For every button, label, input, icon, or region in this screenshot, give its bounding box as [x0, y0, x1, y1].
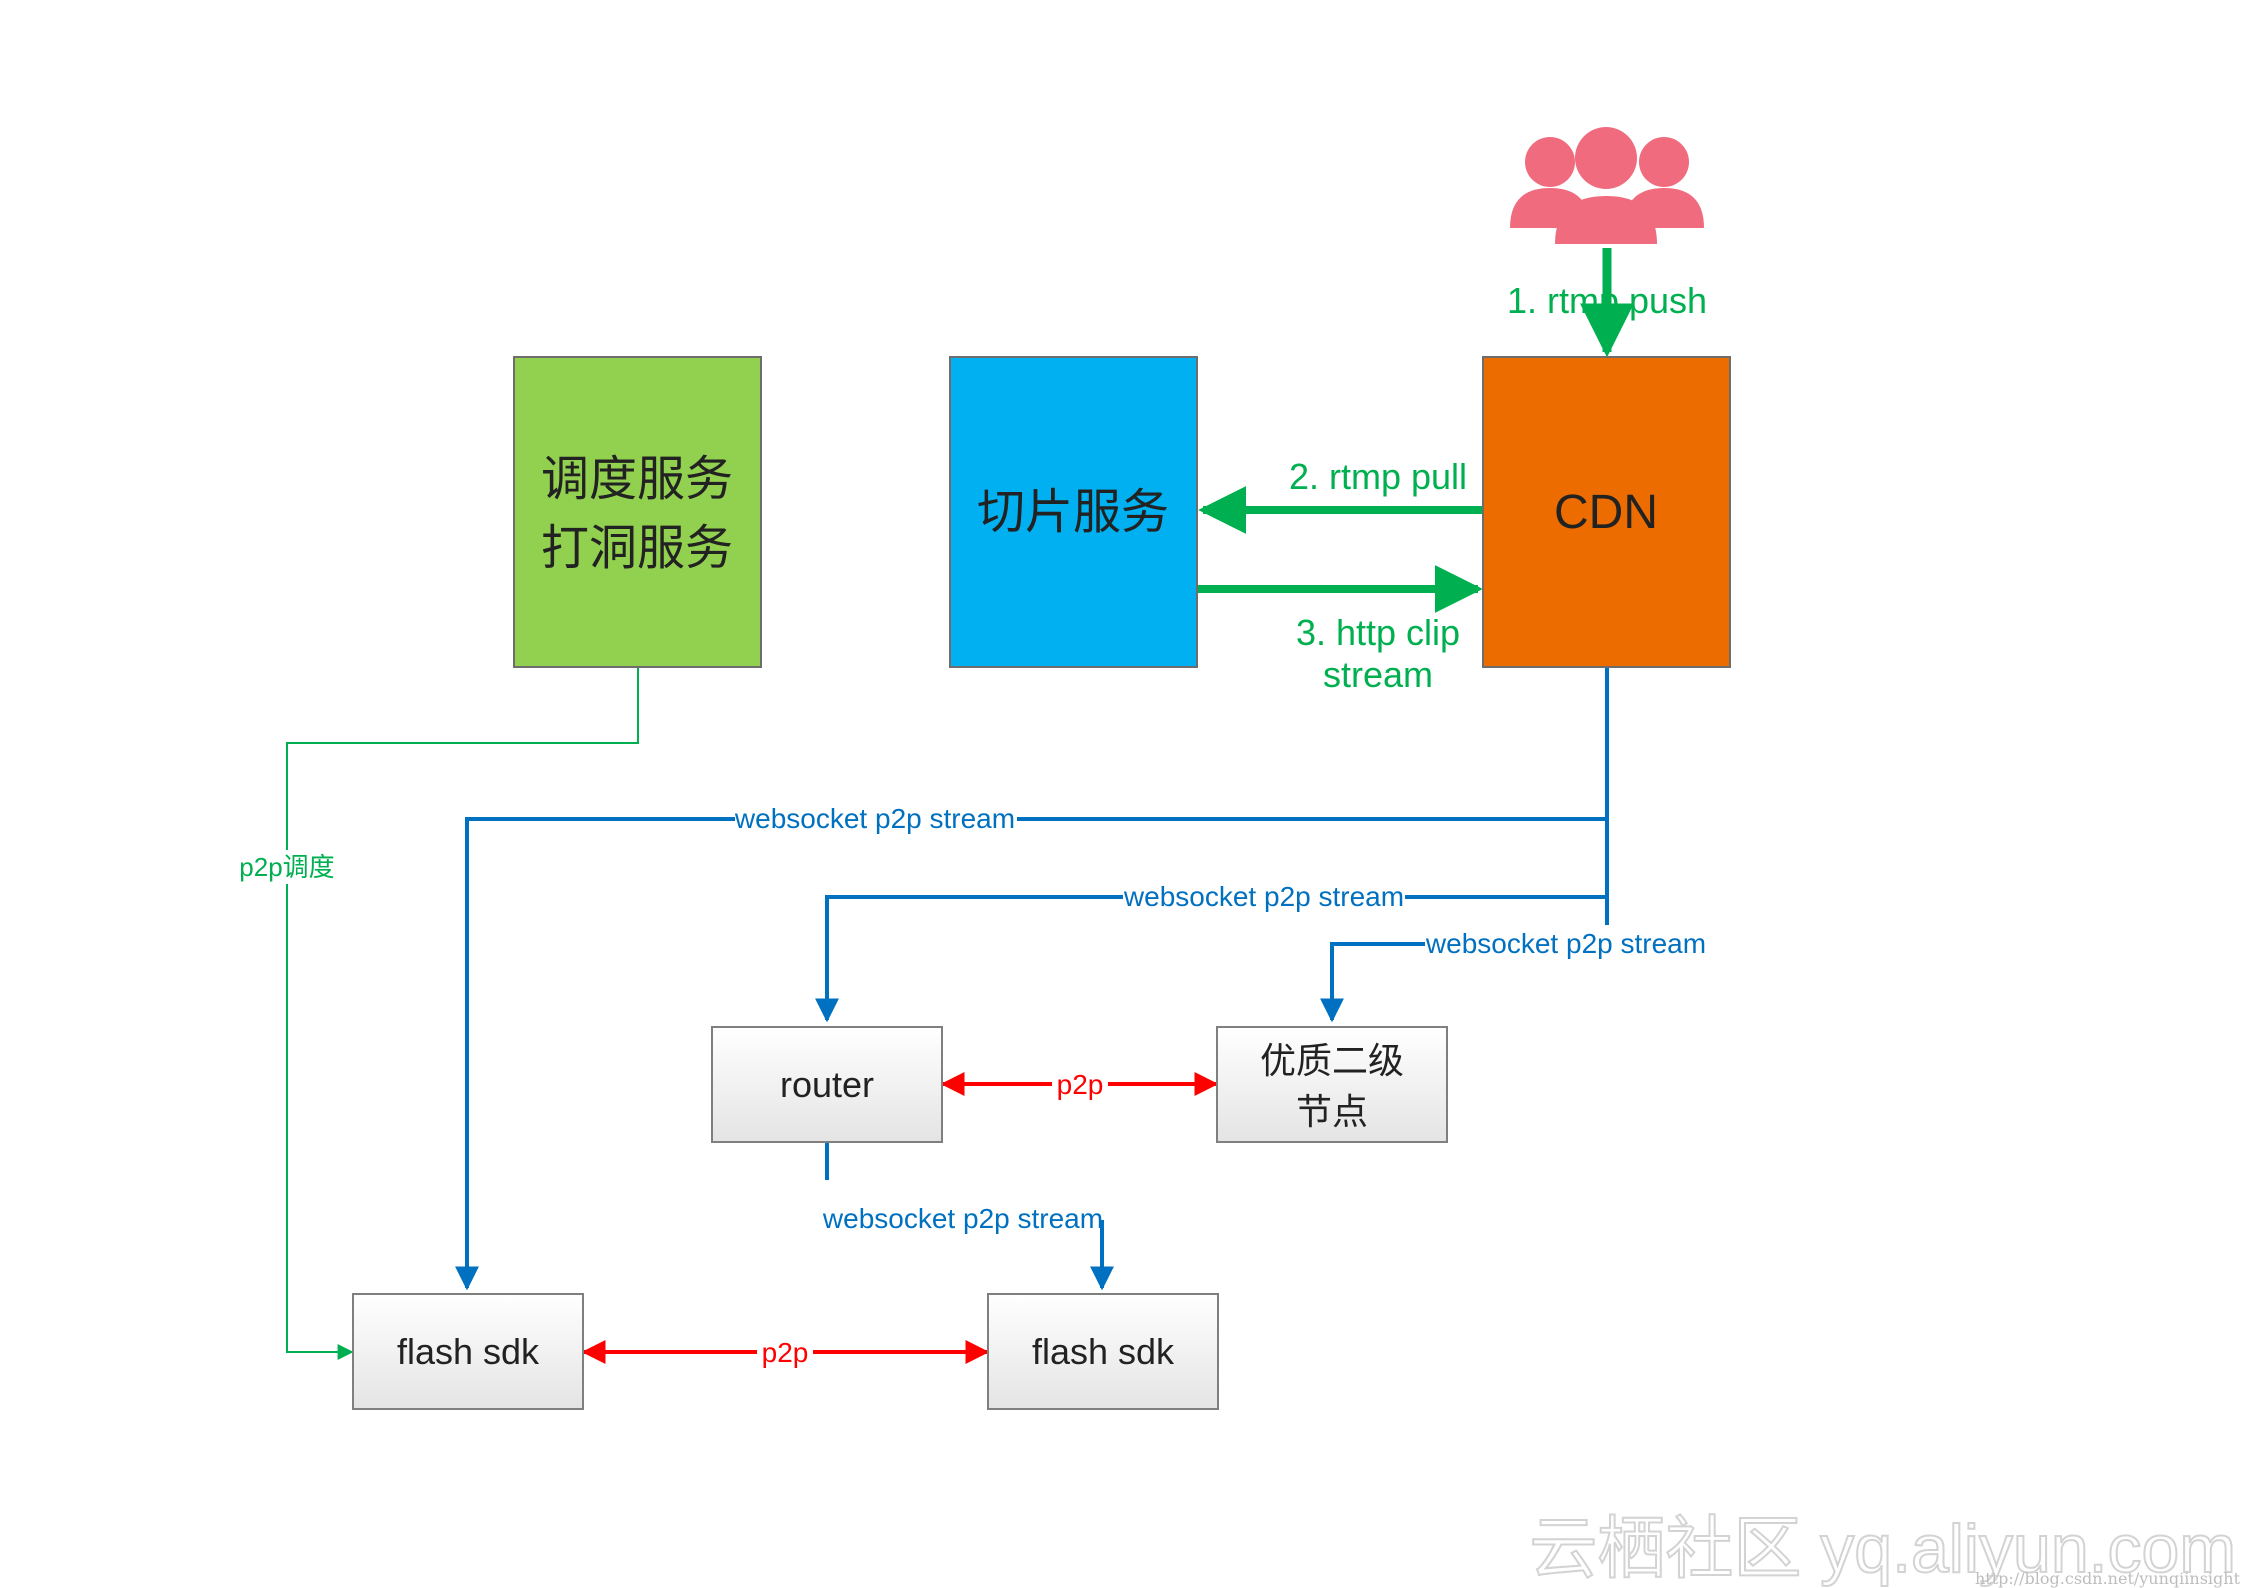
flash-sdk-left-label: flash sdk [397, 1331, 540, 1372]
users-icon [1510, 127, 1704, 244]
scheduler-label-1: 调度服务 [541, 453, 733, 506]
p2p-top-label: p2p [1057, 1069, 1104, 1100]
p2p-sched-line [286, 667, 639, 1360]
ws1-line [455, 817, 1607, 1291]
watermark-url: http://blog.csdn.net/yunqiinsight [1975, 1569, 2241, 1588]
cdn-label: CDN [1554, 486, 1658, 539]
ws3-label: websocket p2p stream [1425, 928, 1706, 959]
router-label: router [780, 1064, 874, 1105]
flash-sdk-right-box: flash sdk [987, 1293, 1219, 1410]
ws4-label: websocket p2p stream [822, 1203, 1103, 1234]
p2p-sched-label: p2p调度 [239, 852, 334, 882]
p2p-bottom-label: p2p [762, 1337, 809, 1368]
slicer-box: 切片服务 [949, 356, 1198, 668]
scheduler-label-2: 打洞服务 [541, 522, 733, 575]
slicer-label: 切片服务 [977, 486, 1169, 539]
rtmp-pull-label: 2. rtmp pull [1289, 456, 1467, 497]
cdn-box: CDN [1482, 356, 1731, 668]
ws1-label: websocket p2p stream [734, 803, 1015, 834]
flash-sdk-left-box: flash sdk [352, 1293, 584, 1410]
scheduler-box: 调度服务 打洞服务 [513, 356, 762, 668]
http-clip-label-2: stream [1323, 654, 1433, 695]
flash-sdk-right-label: flash sdk [1032, 1331, 1175, 1372]
http-clip-label-1: 3. http clip [1296, 612, 1460, 653]
router-box: router [711, 1026, 943, 1143]
ws2-label: websocket p2p stream [1123, 881, 1404, 912]
premium-label-1: 优质二级 [1260, 1040, 1404, 1081]
premium-label-2: 节点 [1296, 1091, 1368, 1132]
premium-node-box: 优质二级 节点 [1216, 1026, 1448, 1143]
watermark-brand: 云栖社区 yq.aliyun.com [1529, 1511, 2236, 1587]
rtmp-push-label: 1. rtmp push [1507, 280, 1707, 321]
